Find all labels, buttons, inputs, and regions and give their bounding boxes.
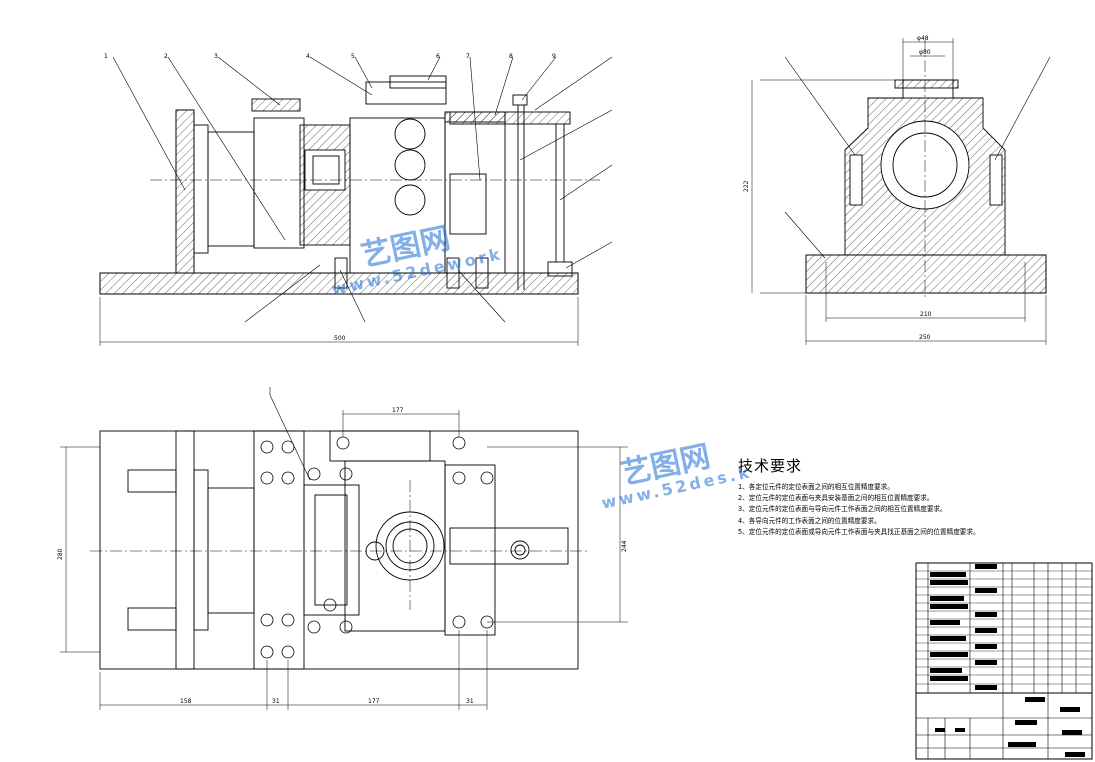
balloon-5: 5 — [351, 53, 355, 60]
front-view — [99, 56, 613, 346]
side-view — [751, 38, 1051, 345]
front-view-dimension-text: 500 — [334, 335, 346, 342]
tech-requirements-title: 技术要求 — [738, 457, 803, 475]
dim-bore-outer: φ48 — [917, 35, 929, 42]
dim-top-height: 280 — [57, 548, 64, 560]
requirement-item: 2、定位元件的定位表面与夹具安装基面之间的相互位置精度要求。 — [738, 494, 934, 503]
balloon-7: 7 — [466, 53, 470, 60]
dim-bottom-left: 158 — [180, 698, 192, 705]
title-block — [915, 562, 1093, 760]
technical-requirements: 技术要求 1、各定位元件的定位表面之间的相互位置精度要求。 2、定位元件的定位表… — [738, 455, 1068, 538]
dim-bore-inner: φ80 — [919, 49, 931, 56]
dim-bottom-small2: 31 — [466, 698, 474, 705]
dim-bottom-mid: 177 — [368, 698, 380, 705]
balloon-2: 2 — [164, 53, 168, 60]
dim-side-width: 250 — [919, 334, 931, 341]
title-block-fill — [930, 564, 1085, 757]
balloon-8: 8 — [509, 53, 513, 60]
balloon-6: 6 — [436, 53, 440, 60]
top-view-dimension-text: 280 244 177 158 31 177 31 — [57, 407, 628, 705]
balloon-1: 1 — [104, 53, 108, 60]
dim-side-height: 222 — [743, 180, 750, 192]
dim-top-span: 177 — [392, 407, 404, 414]
requirement-item: 3、定位元件的定位表面与导向元件工作表面之间的相互位置精度要求。 — [738, 505, 947, 514]
front-view-balloons: 1 2 3 4 5 6 7 8 9 — [104, 53, 556, 60]
balloon-9: 9 — [552, 53, 556, 60]
requirements-list: 1、各定位元件的定位表面之间的相互位置精度要求。 2、定位元件的定位表面与夹具安… — [738, 482, 1068, 538]
balloon-4: 4 — [306, 53, 310, 60]
side-view-dimension-text: φ48 φ80 222 210 250 — [743, 35, 932, 341]
dim-front-width: 500 — [334, 335, 346, 342]
dim-side-base: 210 — [920, 311, 932, 318]
balloon-3: 3 — [214, 53, 218, 60]
requirement-item: 1、各定位元件的定位表面之间的相互位置精度要求。 — [738, 483, 894, 491]
dim-bottom-small1: 31 — [272, 698, 280, 705]
requirement-item: 5、定位元件的定位表面或导向元件工作表面与夹具找正基面之间的位置精度要求。 — [738, 527, 980, 536]
dim-top-right: 244 — [621, 540, 628, 552]
requirement-item: 4、各导向元件的工作表面之间的位置精度要求。 — [738, 516, 881, 525]
top-view — [60, 387, 628, 710]
